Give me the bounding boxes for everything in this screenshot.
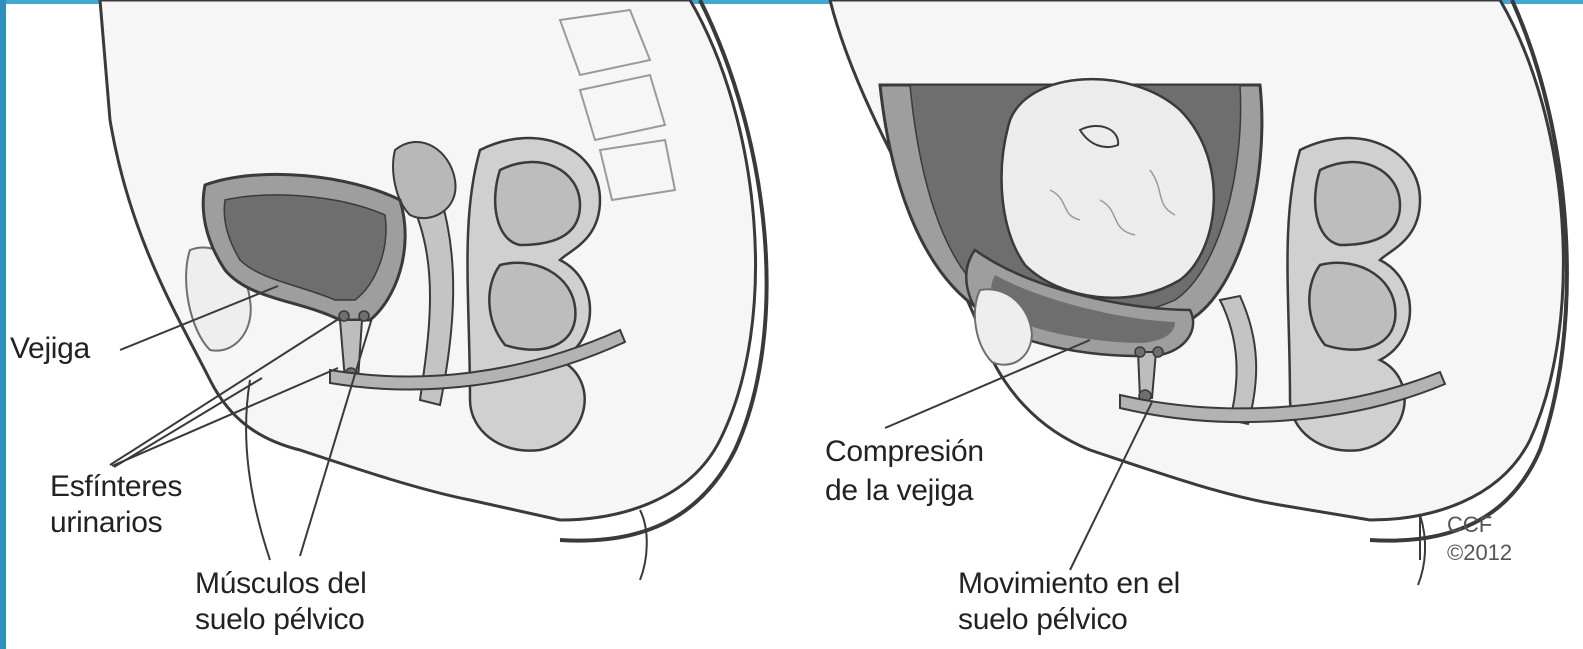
lower-skin-line: [640, 510, 647, 580]
label-sphincters-line2: urinarios: [50, 506, 162, 540]
label-movement-line2: suelo pélvico: [958, 603, 1128, 637]
panel-normal-pelvis: Vejiga Esfínteres urinarios Músculos del…: [0, 0, 800, 649]
sphincter-internal-2: [359, 311, 369, 321]
label-bladder: Vejiga: [10, 332, 90, 366]
fetus-head: [1002, 79, 1214, 298]
label-movement-line1: Movimiento en el: [958, 567, 1180, 601]
label-pelvic-muscles-line1: Músculos del: [195, 567, 366, 601]
sphincter-internal-2: [1153, 347, 1163, 357]
label-sphincters-line1: Esfínteres: [50, 470, 182, 504]
sphincter-internal: [1135, 347, 1145, 357]
label-pelvic-muscles-line2: suelo pélvico: [195, 603, 365, 637]
credit-year: ©2012: [1447, 540, 1512, 566]
credit-ccf: CCF: [1447, 512, 1492, 538]
panel-pregnant-pelvis: Compresión de la vejiga Movimiento en el…: [800, 0, 1583, 649]
normal-pelvis-illustration: [0, 0, 800, 649]
rectum: [468, 138, 601, 451]
label-compression-line1: Compresión: [825, 435, 984, 469]
sphincter-internal: [339, 311, 349, 321]
label-compression-line2: de la vejiga: [825, 474, 973, 508]
